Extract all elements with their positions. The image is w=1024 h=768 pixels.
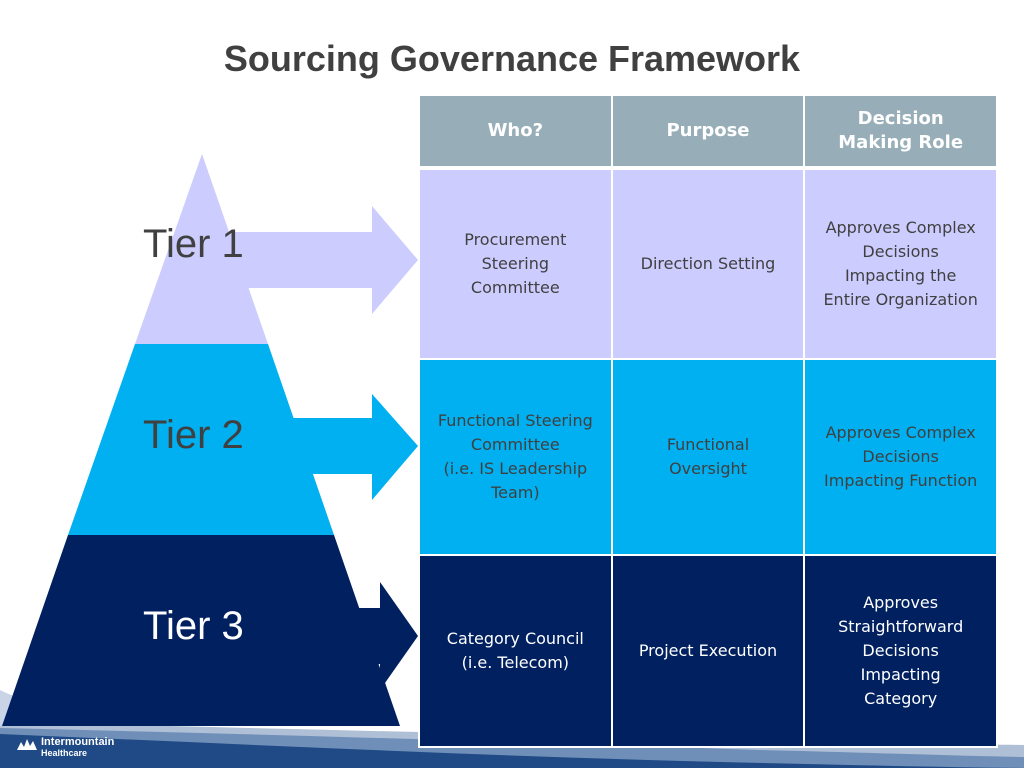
intermountain-logo-icon: [17, 739, 37, 750]
cell-line: Team): [491, 483, 540, 502]
cell-line: Decisions: [862, 242, 939, 261]
logo-line-1: Intermountain: [41, 736, 115, 748]
cell-line: Committee: [470, 435, 560, 454]
cell-role: Approves Complex Decisions Impacting Fun…: [803, 358, 998, 556]
tier-3-label: Tier 3: [143, 604, 244, 648]
header-purpose: Purpose: [610, 94, 806, 170]
cell-line: Entire Organization: [823, 290, 978, 309]
cell-line: Category Council: [446, 629, 584, 648]
cell-line: Decisions: [862, 641, 939, 660]
cell-line: Impacting Function: [824, 471, 978, 490]
header-who: Who?: [418, 94, 613, 170]
table-header-row: Who? Purpose Decision Making Role: [418, 94, 998, 170]
cell-line: Decisions: [862, 447, 939, 466]
cell-line: Approves Complex: [825, 218, 976, 237]
tier-2-label: Tier 2: [143, 413, 244, 457]
cell-line: (i.e. Telecom): [461, 653, 570, 672]
cell-purpose: Project Execution: [610, 554, 806, 748]
tier-1-arrow: [228, 206, 418, 314]
cell-purpose: Functional Oversight: [610, 358, 806, 556]
header-who-line: Who?: [487, 120, 544, 141]
tier-1-segment: [135, 154, 268, 344]
cell-line: Oversight: [669, 459, 747, 478]
cell-line: Committee: [470, 278, 560, 297]
cell-role: Approves Straightforward Decisions Impac…: [803, 554, 998, 748]
company-logo: Intermountain Healthcare: [41, 737, 114, 759]
tier-1-label: Tier 1: [143, 222, 244, 266]
cell-purpose: Direction Setting: [610, 167, 806, 360]
cell-line: (i.e. IS Leadership: [443, 459, 588, 478]
cell-role: Approves Complex Decisions Impacting the…: [803, 167, 998, 360]
table-row-tier-3: Category Council (i.e. Telecom) Project …: [418, 554, 998, 748]
cell-line: Functional Steering: [437, 411, 593, 430]
cell-line: Straightforward: [838, 617, 964, 636]
header-purpose-line: Purpose: [666, 120, 750, 141]
cell-line: Functional: [666, 435, 750, 454]
table-row-tier-1: Procurement Steering Committee Direction…: [418, 167, 998, 360]
cell-line: Impacting the: [844, 266, 957, 285]
cell-line: Procurement: [464, 230, 567, 249]
cell-line: Impacting: [860, 665, 941, 684]
logo-line-2: Healthcare: [41, 748, 88, 758]
cell-line: Direction Setting: [640, 254, 776, 273]
tier-2-arrow: [280, 394, 418, 500]
cell-line: Approves Complex: [825, 423, 976, 442]
cell-who: Category Council (i.e. Telecom): [418, 554, 613, 748]
cell-line: Project Execution: [638, 641, 778, 660]
cell-who: Functional Steering Committee (i.e. IS L…: [418, 358, 613, 556]
cell-who: Procurement Steering Committee: [418, 167, 613, 360]
governance-table: Who? Purpose Decision Making Role Procur…: [418, 94, 998, 748]
tier-2-segment: [68, 344, 334, 535]
header-role-line: Decision: [857, 108, 944, 129]
slide-title: Sourcing Governance Framework: [223, 38, 801, 79]
header-decision-role: Decision Making Role: [803, 94, 998, 170]
table-row-tier-2: Functional Steering Committee (i.e. IS L…: [418, 358, 998, 556]
cell-line: Approves: [863, 593, 939, 612]
header-role-line: Making Role: [838, 132, 964, 153]
cell-line: Category: [864, 689, 938, 708]
tier-3-segment: [2, 535, 400, 726]
cell-line: Steering: [481, 254, 550, 273]
